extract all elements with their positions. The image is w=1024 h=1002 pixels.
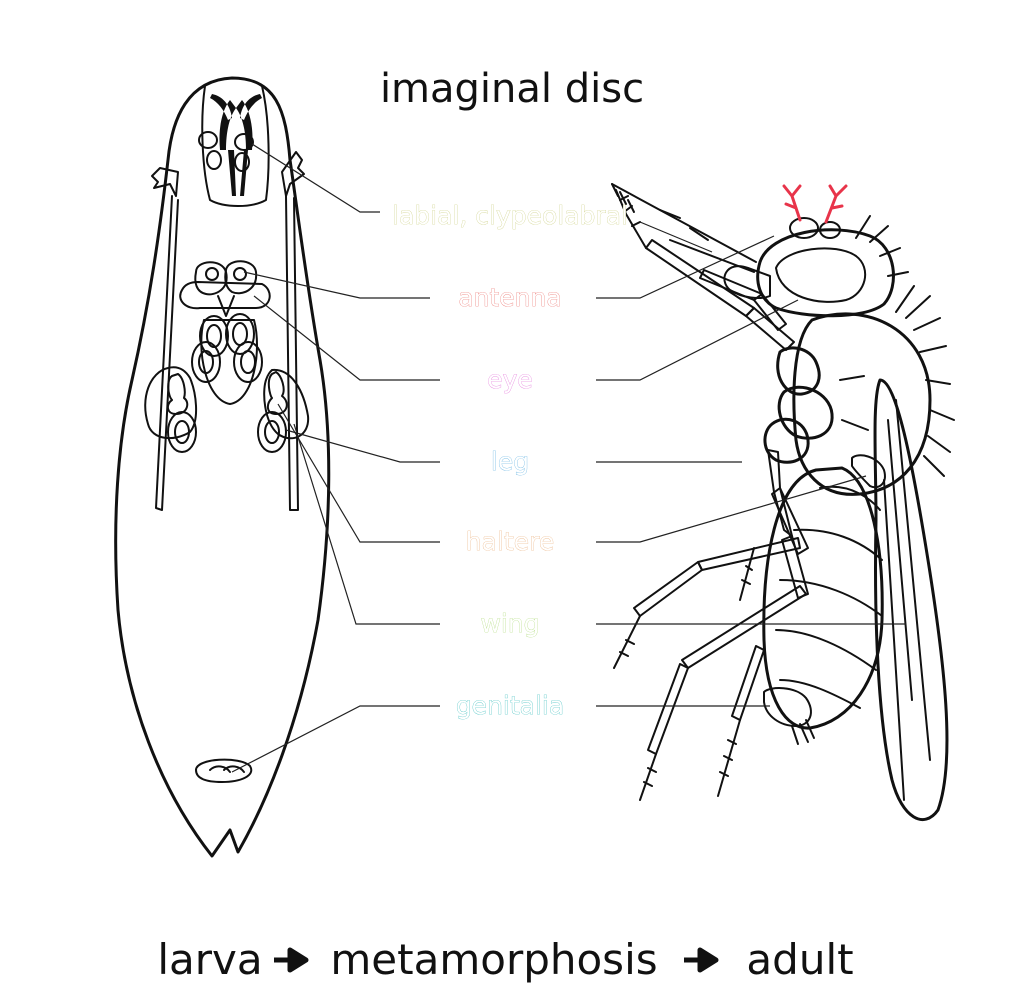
fly-thorax-detail — [839, 375, 869, 431]
trachea-left — [155, 195, 179, 511]
anterior-spiracle-right — [281, 151, 305, 197]
leader-eye-right — [596, 299, 799, 381]
clypeolabral-disc-left — [206, 150, 222, 170]
leader-antenna-left — [243, 271, 430, 299]
caption-larva: larva — [157, 935, 262, 984]
leader-antenna-right — [596, 235, 775, 299]
fly-abdomen-segments — [775, 485, 883, 709]
leader-leg-left — [285, 429, 440, 463]
larva-body-outline — [114, 76, 331, 858]
leader-labial-right — [639, 221, 713, 253]
fly-head-bristles — [855, 215, 909, 277]
leg-disc-lower-right-inner — [264, 420, 280, 444]
antenna-disc-left — [194, 261, 228, 296]
label-genitalia: genitalia — [456, 691, 564, 720]
antenna-disc-right — [224, 260, 258, 295]
labial-disc-left — [198, 131, 218, 149]
fly-thorax-bristles — [895, 285, 955, 477]
leg-disc-lower-left — [167, 411, 197, 453]
disc-labels: labial, clypeolabral antenna eye leg hal… — [392, 201, 629, 721]
fly-haltere — [851, 454, 886, 489]
label-eye: eye — [487, 365, 533, 394]
fly-head-bristles-icon — [782, 184, 848, 224]
leg-discs — [191, 313, 263, 383]
label-wing: wing — [480, 609, 539, 638]
leader-genitalia-left — [231, 705, 440, 773]
mouth-hooks-icon — [210, 94, 262, 196]
leader-haltere-right — [596, 475, 867, 543]
antenna-disc-inner-right — [233, 267, 247, 281]
leg-disc-lower-right — [257, 411, 287, 453]
leader-eye-left — [253, 295, 440, 381]
label-haltere: haltere — [466, 527, 554, 556]
right-arrow-icon — [274, 947, 309, 973]
larva-head-capsule — [201, 85, 270, 207]
fly-head — [756, 228, 895, 318]
label-labial: labial, clypeolabral — [392, 201, 628, 230]
leader-haltere-left — [277, 403, 440, 543]
caption: larva metamorphosis adult — [157, 935, 853, 984]
fly-genitalia-bristles — [791, 719, 815, 745]
diagram-title: imaginal disc — [380, 66, 644, 112]
antenna-disc-inner-left — [205, 267, 219, 281]
eye-disc-stalk — [217, 295, 235, 317]
fly-legs — [613, 189, 834, 801]
caption-metamorphosis: metamorphosis — [330, 935, 657, 984]
fly-antenna-arista — [659, 209, 709, 241]
fly-ocelli-2 — [819, 221, 841, 239]
trachea-right — [285, 195, 299, 511]
fly-ocelli — [789, 217, 819, 239]
genital-disc — [195, 758, 253, 783]
labial-disc-right — [234, 133, 254, 151]
label-leg: leg — [491, 447, 529, 476]
fly-wing-veins — [883, 399, 931, 801]
label-antenna: antenna — [458, 283, 561, 312]
fly-antenna — [611, 183, 757, 273]
anterior-spiracle-left — [151, 167, 179, 197]
leg-disc-lower-left-inner — [174, 420, 190, 444]
brain-outline — [200, 319, 258, 405]
caption-adult: adult — [746, 935, 853, 984]
leader-labial-left — [251, 143, 380, 213]
fly-wing — [873, 378, 949, 822]
larva — [114, 76, 331, 858]
fly-thorax — [792, 312, 932, 496]
right-arrow-icon — [684, 947, 719, 973]
fly-genitalia — [763, 687, 812, 727]
eye-disc — [179, 281, 271, 310]
clypeolabral-disc-right — [234, 152, 250, 172]
fly-compound-eye — [775, 247, 866, 303]
haltere-disc-right — [266, 371, 288, 415]
adult-fly — [611, 183, 955, 822]
leader-lines — [231, 143, 906, 773]
leader-wing-left — [293, 423, 440, 625]
haltere-disc-left — [166, 373, 189, 415]
genital-disc-inner — [209, 765, 245, 773]
